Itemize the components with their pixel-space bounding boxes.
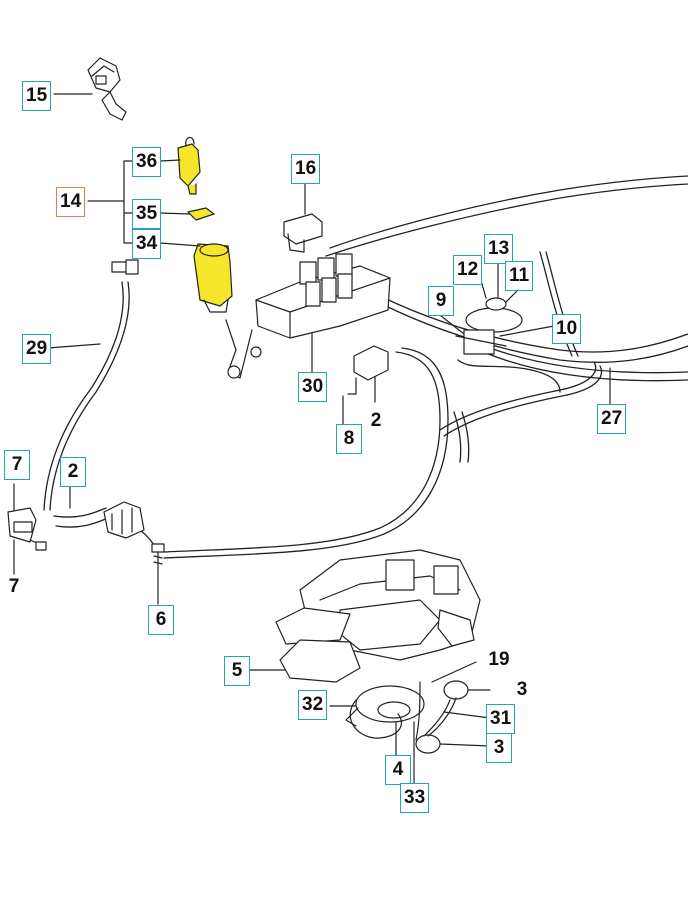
fuse-box-part-30 xyxy=(225,253,391,379)
callout-27[interactable]: 27 xyxy=(597,404,627,434)
ignition-switch-part-34 xyxy=(193,243,233,313)
sensor-part-15 xyxy=(87,57,127,121)
callout-16[interactable]: 16 xyxy=(291,154,321,184)
callout-29[interactable]: 29 xyxy=(22,334,52,364)
callout-19[interactable]: 19 xyxy=(488,649,510,670)
callout-11[interactable]: 11 xyxy=(505,261,534,291)
callout-3-top[interactable]: 3 xyxy=(516,679,528,700)
callout-32[interactable]: 32 xyxy=(298,690,328,720)
callout-13[interactable]: 13 xyxy=(484,234,514,264)
callout-2-left[interactable]: 2 xyxy=(60,457,86,487)
screw-part-6 xyxy=(151,543,165,571)
callout-31[interactable]: 31 xyxy=(486,704,516,734)
engine-assembly xyxy=(275,549,481,754)
harness-connector-left xyxy=(103,501,145,539)
harness-connector-top xyxy=(111,259,139,275)
clip-part-35 xyxy=(187,207,215,221)
callout-7-top[interactable]: 7 xyxy=(4,450,30,480)
callout-3-bottom[interactable]: 3 xyxy=(486,733,512,763)
callout-34[interactable]: 34 xyxy=(132,229,162,259)
callout-15[interactable]: 15 xyxy=(22,81,52,111)
callout-30[interactable]: 30 xyxy=(298,372,328,402)
callout-8[interactable]: 8 xyxy=(336,424,362,454)
relay-part-16 xyxy=(283,213,323,253)
callout-12[interactable]: 12 xyxy=(453,255,483,285)
callout-10[interactable]: 10 xyxy=(552,314,582,344)
group-bracket-14 xyxy=(87,160,135,244)
callout-14[interactable]: 14 xyxy=(56,187,86,217)
callout-9[interactable]: 9 xyxy=(428,286,454,316)
callout-2-middle[interactable]: 2 xyxy=(370,410,382,431)
callout-4[interactable]: 4 xyxy=(385,755,411,785)
cable-clip-part-7 xyxy=(7,507,47,551)
callout-6[interactable]: 6 xyxy=(148,605,174,635)
callout-33[interactable]: 33 xyxy=(400,783,430,813)
callout-5[interactable]: 5 xyxy=(224,656,250,686)
ignition-key-part-36 xyxy=(177,136,201,195)
switch-assembly-parts-9-13 xyxy=(455,297,523,355)
callout-36[interactable]: 36 xyxy=(132,147,162,177)
callout-7-bottom[interactable]: 7 xyxy=(8,576,20,597)
callout-35[interactable]: 35 xyxy=(132,199,162,229)
connector-part-2 xyxy=(347,345,389,395)
